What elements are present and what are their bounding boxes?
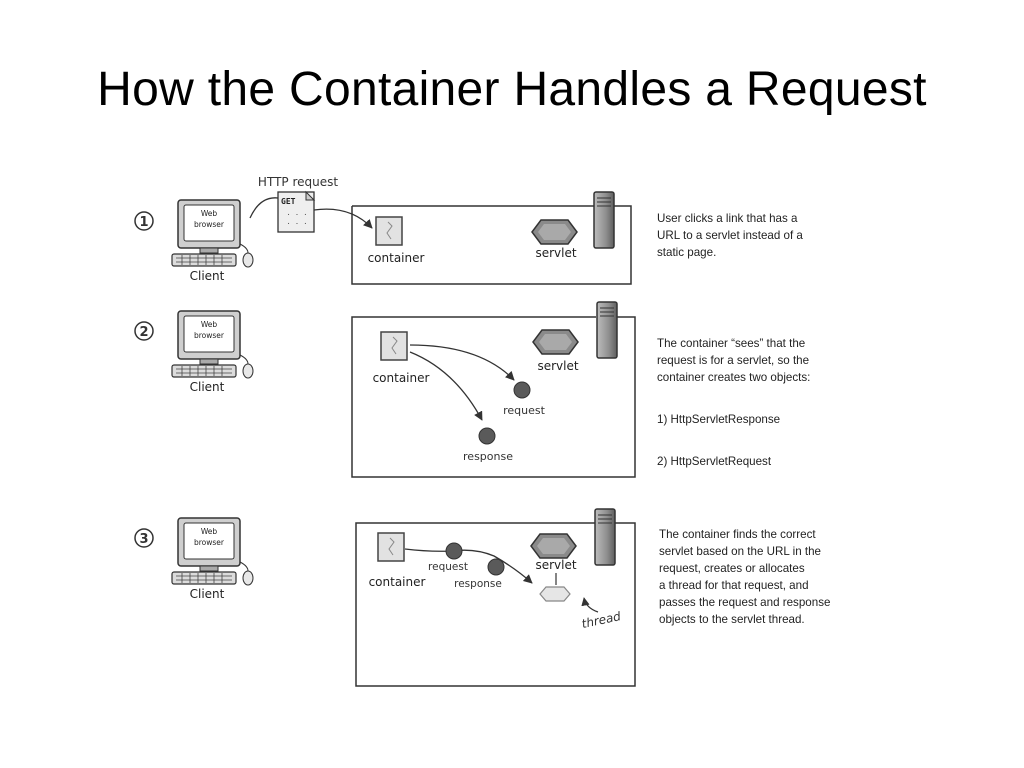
servlet-icon — [531, 219, 578, 245]
response-object-label: response — [454, 578, 502, 590]
step-1-badge — [134, 211, 154, 231]
response-object-label: response — [463, 450, 513, 463]
step-2-description-block: The container “sees” that the request is… — [657, 318, 857, 487]
step-2-badge — [134, 321, 154, 341]
step-1-description: User clicks a link that has a URL to a s… — [657, 212, 803, 259]
create-request-arrow — [409, 344, 515, 381]
step-2-item-2: 2) HttpServletRequest — [657, 455, 772, 468]
step-2-description: The container “sees” that the request is… — [657, 337, 811, 384]
request-to-container-arrow — [313, 208, 373, 229]
request-out-arrow — [249, 197, 279, 219]
servlet-label: servlet — [535, 558, 576, 572]
http-request-document-icon — [277, 190, 316, 233]
step-2-item-1: 1) HttpServletResponse — [657, 413, 781, 426]
monitor-label-web: Web — [201, 209, 218, 218]
step-3-group: 3 Web browser Client container servlet r… — [134, 508, 636, 687]
step-2-group: 2 Web browser Client container servlet r… — [134, 301, 636, 478]
slide-title: How the Container Handles a Request — [97, 63, 927, 116]
server-box-2 — [351, 316, 636, 478]
monitor-label-browser: browser — [194, 220, 225, 229]
container-icon — [377, 532, 405, 562]
step-3-badge — [134, 528, 154, 548]
client-label: Client — [190, 587, 225, 601]
servlet-label: servlet — [535, 246, 576, 260]
response-object — [478, 427, 496, 445]
container-icon — [380, 331, 408, 361]
request-object — [445, 542, 463, 560]
container-label: container — [373, 371, 430, 385]
request-object — [513, 381, 531, 399]
thread-object — [539, 586, 571, 602]
server-tower-icon — [596, 301, 618, 359]
thread-pointer-arrow — [581, 597, 599, 613]
monitor-label-web: Web — [201, 320, 218, 329]
container-label: container — [369, 575, 426, 589]
step-3-description: The container finds the correct servlet … — [659, 528, 831, 626]
thread-label: thread — [580, 609, 622, 631]
response-object — [487, 558, 505, 576]
server-box-3 — [355, 522, 636, 687]
step-1-number: 1 — [139, 215, 148, 230]
monitor-label-browser: browser — [194, 538, 225, 547]
request-object-label: request — [503, 404, 546, 417]
get-method-label: GET — [281, 197, 296, 206]
servlet-label: servlet — [537, 359, 578, 373]
create-response-arrow — [409, 351, 483, 421]
step-3-number: 3 — [139, 532, 148, 547]
container-label: container — [368, 251, 425, 265]
step-2-number: 2 — [139, 325, 148, 340]
client-label: Client — [190, 380, 225, 394]
request-object-label: request — [428, 561, 468, 573]
servlet-icon — [532, 329, 579, 355]
monitor-label-web: Web — [201, 527, 218, 536]
get-dots-2: . . . — [286, 218, 307, 226]
step-1-group: 1 Web browser Client HTTP request GET . … — [134, 175, 632, 285]
http-request-label: HTTP request — [258, 175, 338, 189]
monitor-label-browser: browser — [194, 331, 225, 340]
server-tower-icon — [594, 508, 616, 566]
client-label: Client — [190, 269, 225, 283]
server-tower-icon — [593, 191, 615, 249]
get-dots: . . . — [286, 209, 307, 217]
pass-objects-arrow — [404, 548, 533, 584]
servlet-icon — [530, 533, 577, 559]
container-icon — [375, 216, 403, 246]
server-box-1 — [351, 205, 632, 285]
